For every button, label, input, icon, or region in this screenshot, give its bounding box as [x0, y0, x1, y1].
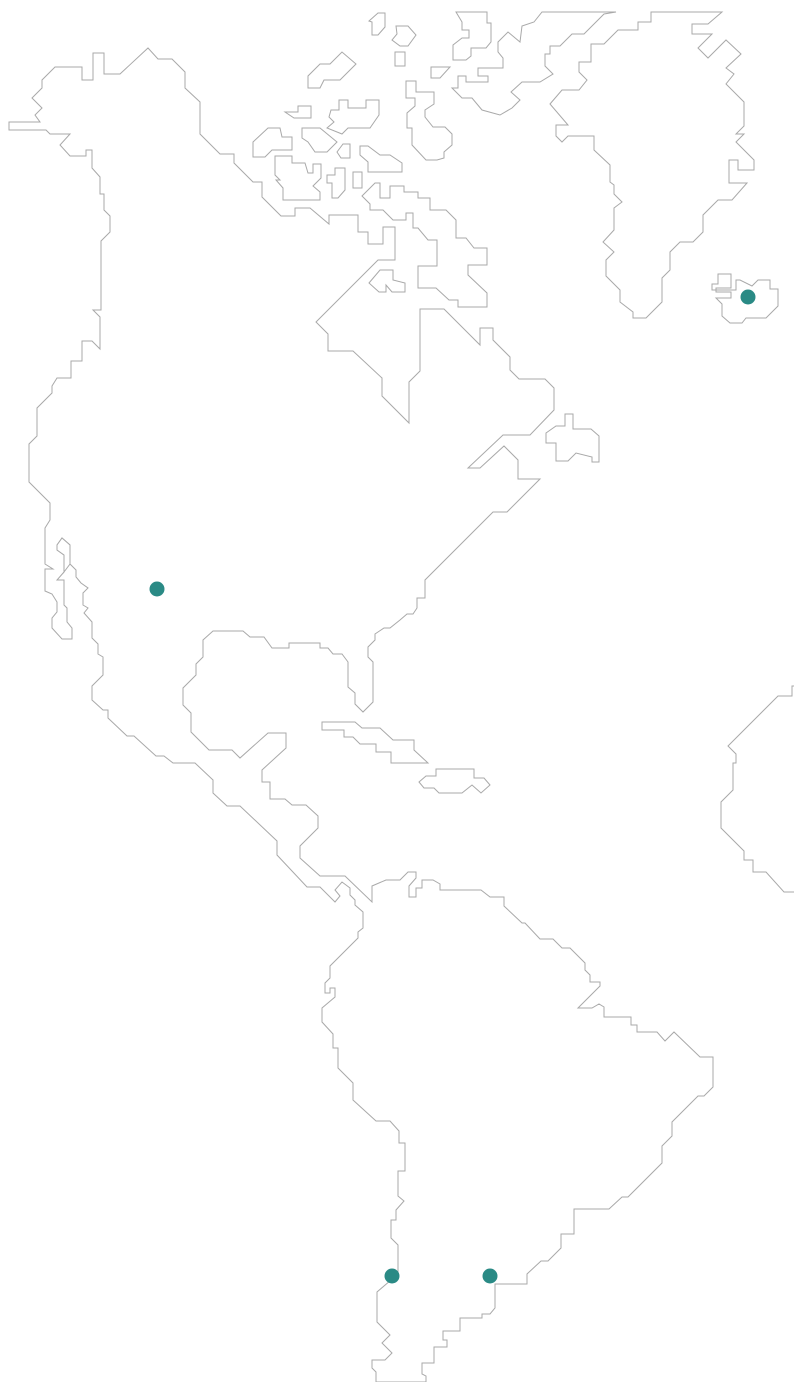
- arctic-island-14: [361, 182, 488, 308]
- hispaniola: [418, 768, 491, 794]
- arctic-island-9: [336, 143, 351, 159]
- arctic-island-5: [283, 105, 312, 119]
- west-africa-edge: [720, 685, 794, 893]
- hudson-bay-island: [368, 269, 406, 293]
- arctic-island-6: [326, 99, 380, 135]
- map-marker-chile[interactable]: [384, 1268, 400, 1284]
- newfoundland: [545, 413, 600, 463]
- arctic-island-17: [450, 11, 617, 116]
- arctic-island-11: [274, 155, 322, 201]
- arctic-island-3: [394, 51, 406, 67]
- baja-california: [56, 537, 71, 574]
- north-america-landmass: [8, 47, 714, 1382]
- greenland: [549, 11, 755, 319]
- map-marker-iceland[interactable]: [740, 289, 756, 305]
- map-marker-western-usa[interactable]: [149, 581, 165, 597]
- arctic-island-8: [301, 127, 338, 153]
- arctic-island-4: [307, 51, 357, 89]
- arctic-island-12: [326, 167, 346, 199]
- map-marker-argentina[interactable]: [482, 1268, 498, 1284]
- arctic-island-7: [252, 127, 293, 158]
- cuba: [321, 721, 430, 764]
- arctic-island-16: [430, 66, 452, 79]
- arctic-island-13: [352, 171, 363, 189]
- arctic-island-10: [359, 145, 403, 173]
- arctic-island-15: [405, 80, 453, 161]
- arctic-island-2: [391, 25, 417, 47]
- arctic-island-1: [368, 12, 386, 36]
